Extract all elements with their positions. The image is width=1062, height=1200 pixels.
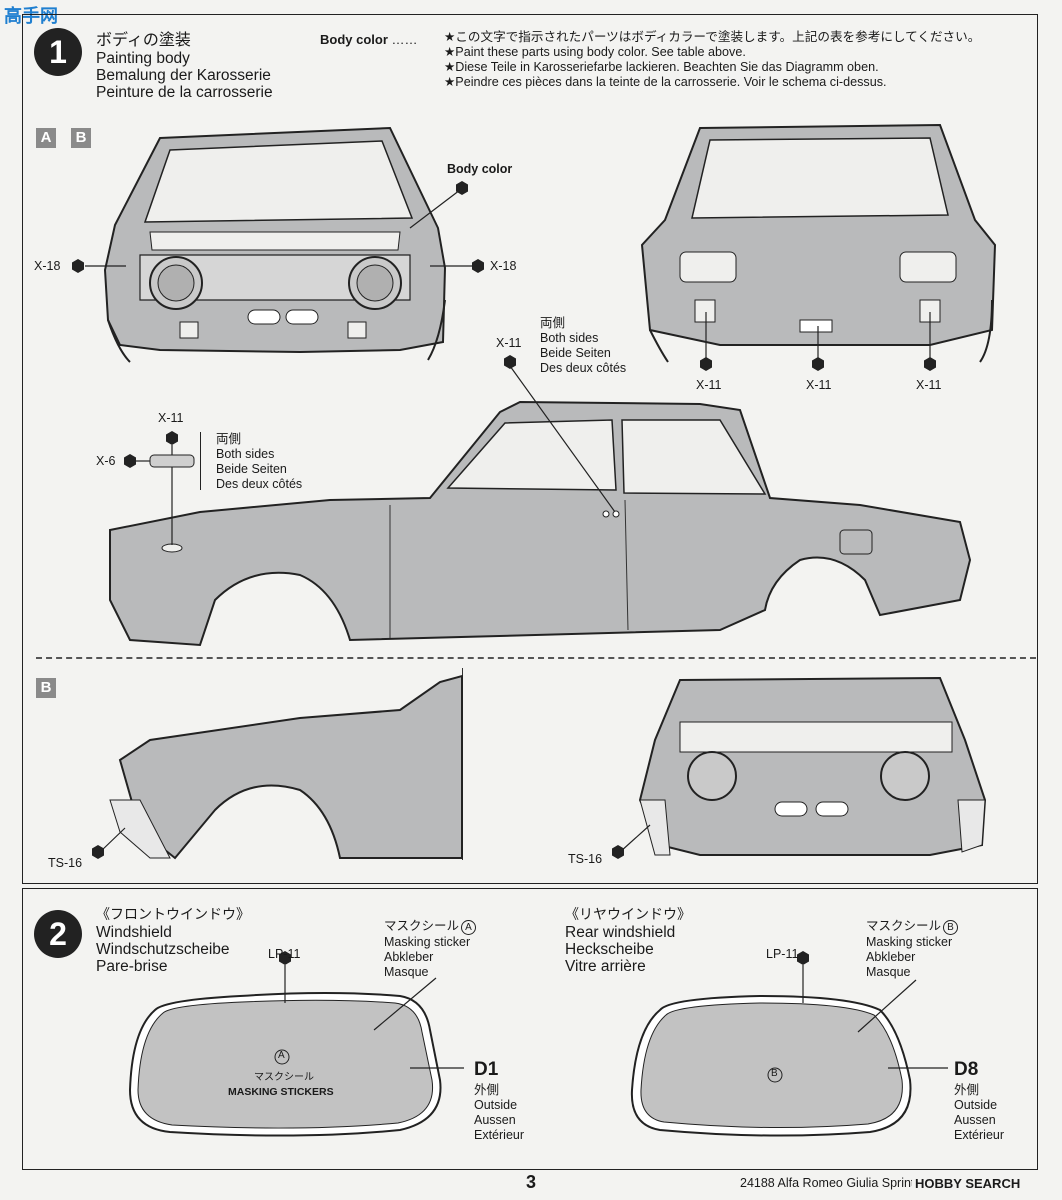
front-side-en: Outside xyxy=(474,1098,518,1112)
front-view-diagram xyxy=(72,126,484,363)
rear-window-title: 《リヤウインドウ》 Rear windshield Heckscheibe Vi… xyxy=(565,904,691,975)
site-logo: 高手网 xyxy=(4,2,58,28)
step1-title-jp: ボディの塗装 xyxy=(96,32,191,49)
handle-both-sides-en: Both sides xyxy=(216,447,275,461)
front-body-color-callout: Body color xyxy=(447,162,513,176)
step2-number: 2 xyxy=(34,910,82,958)
rear-code-center: X-11 xyxy=(806,378,832,392)
rear-side-de: Aussen xyxy=(954,1113,996,1127)
body-color-legend: Body color …… xyxy=(320,32,418,47)
b-left-code: TS-16 xyxy=(48,856,83,870)
windshield-title: 《フロントウインドウ》 Windshield Windschutzscheibe… xyxy=(96,904,250,975)
pillar-both-sides-fr: Des deux côtés xyxy=(540,361,627,375)
handle-code-top: X-11 xyxy=(158,411,184,425)
b-right-code: TS-16 xyxy=(568,852,603,866)
front-sticker-en: MASKING STICKERS xyxy=(228,1086,334,1098)
watermark-text: HOBBY SEARCH xyxy=(912,1176,1024,1191)
handle-both-sides-de: Beide Seiten xyxy=(216,462,287,476)
handle-both-sides: 両側 Both sides Beide Seiten Des deux côté… xyxy=(216,432,302,492)
pillar-both-sides-jp: 両側 xyxy=(540,316,566,330)
front-mask-jp: マスクシール xyxy=(384,919,460,933)
front-windshield-diagram xyxy=(128,951,464,1137)
section-divider xyxy=(36,657,1036,659)
handle-both-sides-jp: 両側 xyxy=(216,432,242,446)
side-view-diagram xyxy=(109,355,972,647)
front-left-code: X-18 xyxy=(34,259,61,273)
front-sticker-mark: A xyxy=(278,1050,285,1061)
note-jp: ★この文字で指示されたパーツはボディカラーで塗装します。上記の表を参考にしてくだ… xyxy=(444,30,981,44)
body-color-legend-label: Body color xyxy=(320,32,388,47)
rear-window-side: 外側 Outside Aussen Extérieur xyxy=(954,1083,1004,1143)
rear-mask-en: Masking sticker xyxy=(866,935,953,949)
windshield-title-fr: Pare-brise xyxy=(96,958,168,975)
step1-number: 1 xyxy=(34,28,82,76)
front-mask-fr: Masque xyxy=(384,965,429,979)
rear-mask-mark: B xyxy=(943,920,959,935)
pillar-code: X-11 xyxy=(496,336,522,350)
rear-window-code: LP-11 xyxy=(766,947,799,961)
rear-side-jp: 外側 xyxy=(954,1083,980,1097)
badge-b: B xyxy=(71,128,91,148)
rear-window-part: D8 xyxy=(954,1059,979,1080)
windshield-title-en: Windshield xyxy=(96,924,172,941)
step1-title: ボディの塗装 Painting body Bemalung der Kaross… xyxy=(96,26,273,101)
note-fr: ★Peindre ces pièces dans la teinte de la… xyxy=(444,75,887,89)
logo-text: 高手网 xyxy=(4,6,58,26)
front-side-de: Aussen xyxy=(474,1113,516,1127)
rear-code-left: X-11 xyxy=(696,378,722,392)
pillar-both-sides-de: Beide Seiten xyxy=(540,346,611,360)
front-side-fr: Extérieur xyxy=(474,1128,525,1142)
front-window-code: LP-11 xyxy=(268,947,301,961)
rear-side-en: Outside xyxy=(954,1098,998,1112)
front-right-code: X-18 xyxy=(490,259,517,273)
front-side-jp: 外側 xyxy=(474,1083,500,1097)
front-window-part: D1 xyxy=(474,1059,499,1080)
page-number: 3 xyxy=(526,1172,537,1192)
pillar-both-sides-en: Both sides xyxy=(540,331,599,345)
rear-window-title-en: Rear windshield xyxy=(565,924,676,941)
step2-frame xyxy=(22,888,1038,1170)
windshield-title-de: Windschutzscheibe xyxy=(96,941,230,958)
rear-side-fr: Extérieur xyxy=(954,1128,1005,1142)
windshield-title-jp: 《フロントウインドウ》 xyxy=(96,906,250,922)
body-color-notes: ★この文字で指示されたパーツはボディカラーで塗装します。上記の表を参考にしてくだ… xyxy=(444,30,980,90)
step1-title-de: Bemalung der Karosserie xyxy=(96,67,271,84)
front-window-side: 外側 Outside Aussen Extérieur xyxy=(474,1083,524,1143)
rear-mask-jp: マスクシール xyxy=(866,919,942,933)
front-mask-de: Abkleber xyxy=(384,950,434,964)
rear-window-title-de: Heckscheibe xyxy=(565,941,654,958)
handle-bracket xyxy=(200,432,202,490)
pillar-both-sides: 両側 Both sides Beide Seiten Des deux côté… xyxy=(540,316,626,376)
handle-code-left: X-6 xyxy=(96,454,116,468)
badge-b-section: B xyxy=(36,678,56,698)
section-b-front-view-diagram xyxy=(612,676,987,859)
front-mask-mark: A xyxy=(461,920,477,935)
front-mask-en: Masking sticker xyxy=(384,935,471,949)
note-en: ★Paint these parts using body color. See… xyxy=(444,45,746,59)
rear-mask-fr: Masque xyxy=(866,965,911,979)
rear-mask-de: Abkleber xyxy=(866,950,916,964)
front-sticker-jp: マスクシール xyxy=(254,1072,314,1083)
step1-frame xyxy=(22,14,1038,884)
rear-windshield-diagram xyxy=(630,951,948,1137)
step1-title-fr: Peinture de la carrosserie xyxy=(96,84,273,101)
rear-code-right: X-11 xyxy=(916,378,942,392)
badge-a: A xyxy=(36,128,56,148)
rear-window-title-fr: Vitre arrière xyxy=(565,958,646,975)
step1-title-en: Painting body xyxy=(96,50,190,67)
rear-view-diagram xyxy=(640,123,997,371)
note-de: ★Diese Teile in Karosseriefarbe lackiere… xyxy=(444,60,879,74)
handle-both-sides-fr: Des deux côtés xyxy=(216,477,303,491)
rear-sticker-mark: B xyxy=(771,1068,778,1079)
body-color-legend-dots: …… xyxy=(391,32,418,47)
rear-window-title-jp: 《リヤウインドウ》 xyxy=(565,906,691,922)
section-b-front-quarter-diagram xyxy=(92,674,463,860)
